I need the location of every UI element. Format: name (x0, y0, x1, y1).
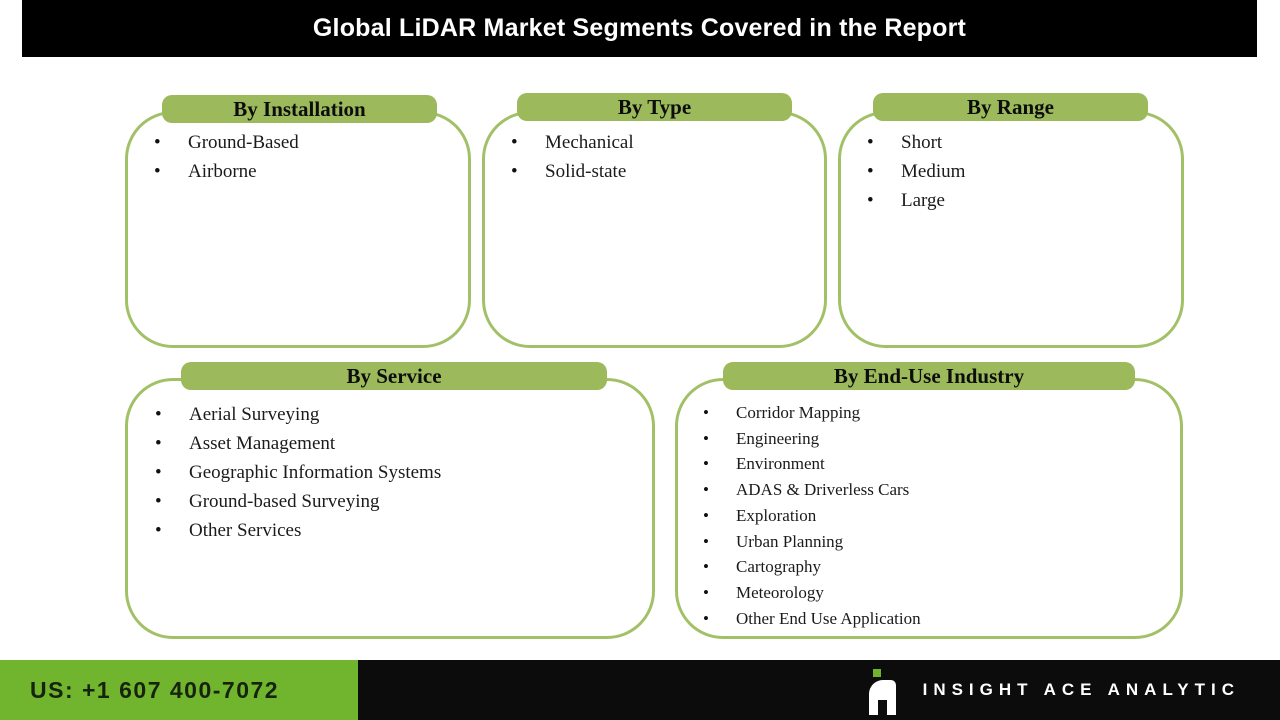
segment-list-end-use-industry: Corridor Mapping Engineering Environment… (703, 400, 1172, 631)
list-item: Mechanical (511, 128, 814, 157)
segment-tab-label: By Type (617, 94, 692, 119)
segment-box-installation: Ground-Based Airborne (125, 111, 471, 348)
list-item: Airborne (154, 157, 458, 186)
list-item: Aerial Surveying (155, 400, 642, 429)
list-item: Ground-Based (154, 128, 458, 157)
logo-a-notch (877, 700, 887, 715)
list-item: Cartography (703, 554, 1172, 580)
phone-banner: US: +1 607 400-7072 (0, 660, 358, 720)
brand-area: INSIGHT ACE ANALYTIC (868, 660, 1240, 720)
list-item: Other Services (155, 516, 642, 545)
list-item: Solid-state (511, 157, 814, 186)
list-item: Urban Planning (703, 529, 1172, 555)
segment-tab-type: By Type (517, 93, 792, 121)
list-item: Other End Use Application (703, 606, 1172, 632)
segment-tab-range: By Range (873, 93, 1148, 121)
segment-tab-end-use-industry: By End-Use Industry (723, 362, 1135, 390)
list-item: Corridor Mapping (703, 400, 1172, 426)
phone-number: US: +1 607 400-7072 (30, 676, 280, 703)
list-item: Exploration (703, 503, 1172, 529)
list-item: Geographic Information Systems (155, 458, 642, 487)
footer-bar: US: +1 607 400-7072 INSIGHT ACE ANALYTIC (0, 660, 1280, 720)
list-item: Engineering (703, 426, 1172, 452)
list-item: Environment (703, 451, 1172, 477)
segment-tab-label: By Range (967, 94, 1054, 119)
segment-tab-service: By Service (181, 362, 607, 390)
list-item: Asset Management (155, 429, 642, 458)
list-item: Short (867, 128, 1171, 157)
segment-box-service: Aerial Surveying Asset Management Geogra… (125, 378, 655, 639)
segment-list-service: Aerial Surveying Asset Management Geogra… (155, 400, 642, 545)
segment-list-installation: Ground-Based Airborne (154, 128, 458, 186)
list-item: ADAS & Driverless Cars (703, 477, 1172, 503)
logo-a-glyph (868, 680, 896, 715)
page-title: Global LiDAR Market Segments Covered in … (312, 14, 967, 42)
list-item: Meteorology (703, 580, 1172, 606)
segment-list-range: Short Medium Large (867, 128, 1171, 215)
segment-box-range: Short Medium Large (838, 111, 1184, 348)
segment-box-type: Mechanical Solid-state (482, 111, 827, 348)
logo-dot (872, 669, 881, 677)
segment-tab-label: By Service (346, 363, 442, 388)
list-item: Medium (867, 157, 1171, 186)
list-item: Large (867, 186, 1171, 215)
segment-tab-label: By Installation (233, 96, 366, 121)
ia-monogram-icon (868, 665, 897, 715)
segment-tab-installation: By Installation (162, 95, 437, 123)
header-bar: Global LiDAR Market Segments Covered in … (22, 0, 1257, 57)
segment-tab-label: By End-Use Industry (833, 363, 1025, 388)
segment-box-end-use-industry: Corridor Mapping Engineering Environment… (675, 378, 1183, 639)
brand-name: INSIGHT ACE ANALYTIC (922, 680, 1240, 699)
segment-list-type: Mechanical Solid-state (511, 128, 814, 186)
list-item: Ground-based Surveying (155, 487, 642, 516)
